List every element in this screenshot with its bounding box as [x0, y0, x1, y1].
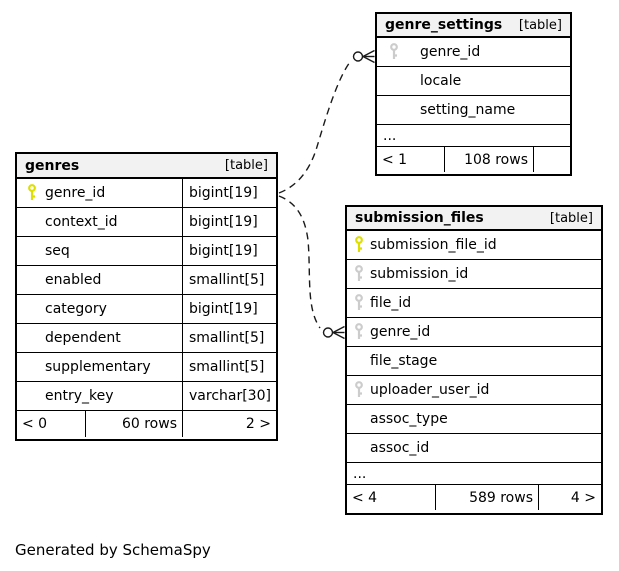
column-row: supplementary smallint[5] [17, 353, 276, 382]
foreign-key-icon [354, 381, 364, 399]
column-name: assoc_id [370, 440, 430, 456]
column-type: bigint[19] [182, 179, 276, 207]
table-node-genre_settings[interactable]: genre_settings [table] genre_id locale s… [375, 12, 572, 176]
footer-row-count: 589 rows [435, 485, 538, 510]
more-columns-ellipsis: ... [347, 463, 601, 485]
crow-foot-icon [332, 325, 345, 340]
column-name: genre_id [45, 185, 106, 201]
column-name: uploader_user_id [370, 382, 490, 398]
table-header: genres [table] [17, 154, 276, 179]
column-type: varchar[30] [182, 382, 276, 410]
more-columns-ellipsis: ... [377, 125, 570, 147]
footer-children-count [533, 147, 570, 172]
table-type-badge: [table] [224, 158, 268, 173]
column-name: dependent [45, 330, 121, 346]
column-row: entry_key varchar[30] [17, 382, 276, 411]
column-name: supplementary [45, 359, 151, 375]
column-name: setting_name [420, 102, 516, 118]
column-name: category [45, 301, 107, 317]
table-header: submission_files [table] [347, 207, 601, 231]
footer-row-count: 60 rows [85, 411, 182, 437]
column-row: enabled smallint[5] [17, 266, 276, 295]
footer-parents-count: < 0 [22, 416, 48, 432]
footer-children-count: 2 > [182, 411, 276, 437]
column-name: genre_id [420, 44, 481, 60]
column-name: file_stage [370, 353, 438, 369]
column-row: uploader_user_id [347, 376, 601, 405]
column-row: seq bigint[19] [17, 237, 276, 266]
table-header: genre_settings [table] [377, 14, 570, 38]
column-name: submission_file_id [370, 237, 497, 253]
footer-row-count: 108 rows [444, 147, 533, 172]
column-row: genre_id bigint[19] [17, 179, 276, 208]
crow-foot-icon [362, 49, 375, 64]
column-type: smallint[5] [182, 353, 276, 381]
generated-by-credit: Generated by SchemaSpy [15, 541, 211, 559]
table-footer: < 4 589 rows 4 > [347, 485, 601, 510]
zero-cardinality-circle-icon [352, 51, 364, 62]
table-type-badge: [table] [518, 17, 562, 33]
column-name: submission_id [370, 266, 469, 282]
footer-parents-count: < 1 [382, 151, 408, 168]
column-row: submission_id [347, 260, 601, 289]
table-name: submission_files [355, 210, 484, 226]
footer-children-count: 4 > [538, 485, 601, 510]
zero-cardinality-circle-icon [322, 327, 334, 338]
column-name: entry_key [45, 388, 114, 404]
table-footer: < 1 108 rows [377, 147, 570, 172]
column-type: bigint[19] [182, 237, 276, 265]
column-row: file_stage [347, 347, 601, 376]
footer-parents-count: < 4 [352, 489, 378, 506]
table-node-submission_files[interactable]: submission_files [table] submission_file… [345, 205, 603, 515]
column-row: genre_id [347, 318, 601, 347]
relationship-edge-genres-submission_files [278, 195, 345, 340]
column-name: file_id [370, 295, 412, 311]
column-row: assoc_type [347, 405, 601, 434]
column-row: submission_file_id [347, 231, 601, 260]
relationship-edge-genres-genre_settings [278, 49, 375, 194]
column-type: bigint[19] [182, 295, 276, 323]
column-row: category bigint[19] [17, 295, 276, 324]
primary-key-icon [27, 184, 37, 202]
foreign-key-icon [354, 265, 364, 283]
column-row: setting_name [377, 96, 570, 125]
column-row: locale [377, 67, 570, 96]
primary-key-icon [354, 236, 364, 254]
table-name: genre_settings [385, 17, 503, 33]
column-name: genre_id [370, 324, 431, 340]
table-name: genres [25, 157, 80, 174]
column-row: dependent smallint[5] [17, 324, 276, 353]
column-name: assoc_type [370, 411, 448, 427]
column-name: seq [45, 243, 70, 259]
column-name: enabled [45, 272, 102, 288]
column-name: context_id [45, 214, 118, 230]
table-node-genres[interactable]: genres [table] genre_id bigint[19] conte… [15, 152, 278, 441]
column-type: bigint[19] [182, 208, 276, 236]
table-type-badge: [table] [549, 210, 593, 226]
foreign-key-icon [354, 294, 364, 312]
column-type: smallint[5] [182, 266, 276, 294]
foreign-key-icon [389, 43, 399, 61]
column-row: context_id bigint[19] [17, 208, 276, 237]
column-type: smallint[5] [182, 324, 276, 352]
column-row: genre_id [377, 38, 570, 67]
column-row: file_id [347, 289, 601, 318]
table-footer: < 0 60 rows 2 > [17, 411, 276, 437]
column-row: assoc_id [347, 434, 601, 463]
foreign-key-icon [354, 323, 364, 341]
column-name: locale [420, 73, 462, 89]
